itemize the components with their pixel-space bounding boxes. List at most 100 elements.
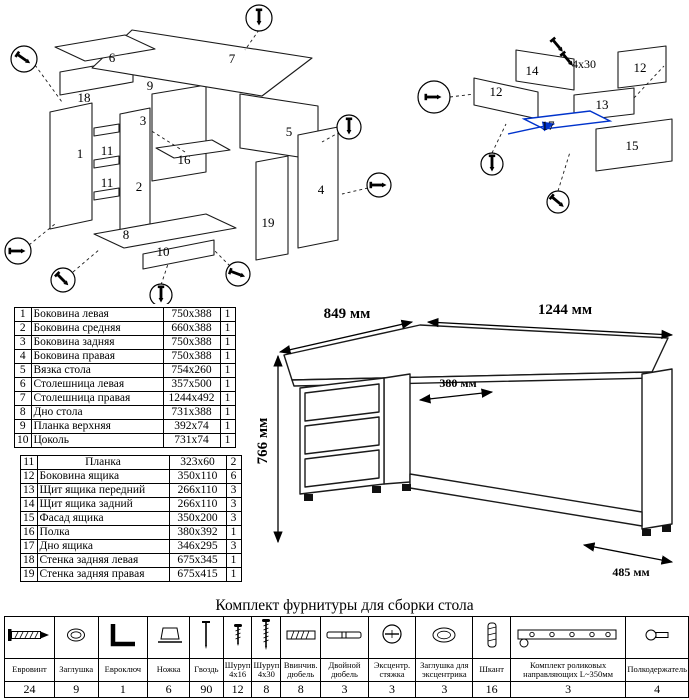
- part-size: 346x295: [168, 539, 227, 554]
- drawer-facade-15: [595, 118, 673, 172]
- part-name: Стенка задняя левая: [36, 553, 170, 568]
- drawer-front-bottom: [304, 449, 380, 488]
- drawer-side-12-left: [473, 77, 539, 120]
- part-name: Боковина средняя: [30, 321, 164, 336]
- part-name: Боковина правая: [30, 349, 164, 364]
- hardware-qty: 8: [251, 681, 282, 698]
- part-size: 675x345: [168, 553, 227, 568]
- hardware-qty: 6: [147, 681, 191, 698]
- part-size: 750x388: [162, 349, 221, 364]
- part-num: 4: [14, 349, 32, 364]
- part-size: 731x388: [162, 405, 221, 420]
- part-qty: 1: [219, 433, 236, 448]
- hardware-icon-cell: [320, 616, 369, 659]
- part-qty: 1: [219, 321, 236, 336]
- panel-back-3: [151, 84, 207, 182]
- desk-top-face: [283, 324, 669, 381]
- hardware-qty: 9: [53, 681, 99, 698]
- desk-right-side-panel: [641, 368, 673, 530]
- label-drawer-12b: 12: [634, 60, 647, 75]
- part-name: Планка верхняя: [30, 419, 164, 434]
- part-size: 392x74: [162, 419, 221, 434]
- slide-rail-icon: [517, 629, 617, 648]
- hardware-name: Заглушка для эксцентрика: [415, 658, 474, 682]
- hardware-name: Полкодержатель: [625, 658, 689, 682]
- drawer-leader-lines: [449, 65, 665, 192]
- hardware-icons-row: [4, 616, 689, 659]
- hardware-name: Шкант: [472, 658, 511, 682]
- part-size: 731x74: [162, 433, 221, 448]
- leader-lines: [28, 29, 369, 286]
- wood-dowel-icon: [487, 622, 497, 648]
- euroscrew-icon: [8, 629, 50, 641]
- hardware-qty: 16: [472, 681, 511, 698]
- hardware-qty: 3: [367, 681, 417, 698]
- label-drawer-15: 15: [626, 138, 639, 153]
- desk-middle-side-panel: [383, 373, 411, 485]
- part-name: Стенка задняя правая: [36, 567, 170, 582]
- dimensioned-desk-drawing: 849 мм 1244 мм 380 мм 766 мм 485 мм: [255, 302, 674, 579]
- hardware-name: Евровинт: [4, 658, 55, 682]
- rail-11-b: [93, 155, 120, 169]
- hardware-icon-cell: [222, 616, 253, 659]
- part-qty: 3: [225, 497, 242, 512]
- dim-label-380: 380 мм: [439, 376, 476, 390]
- panel-back-right-19: [255, 155, 289, 261]
- part-num: 1: [14, 307, 32, 322]
- part-qty: 1: [219, 363, 236, 378]
- hardware-icon-cell: [4, 616, 55, 659]
- part-size: 266x110: [168, 497, 227, 512]
- part-qty: 1: [219, 349, 236, 364]
- part-num: 15: [20, 511, 38, 526]
- part-qty: 1: [225, 525, 242, 540]
- part-num: 7: [14, 391, 32, 406]
- label-part-7: 7: [229, 51, 236, 66]
- part-name: Боковина левая: [30, 307, 164, 322]
- panel-right-4: [297, 126, 339, 249]
- hardware-name: Двойной дюбель: [320, 658, 369, 682]
- part-size: 754x260: [162, 363, 221, 378]
- label-part-2: 2: [136, 179, 143, 194]
- desktop-left-6: [54, 34, 156, 62]
- hardware-icon-cell: [97, 616, 149, 659]
- label-part-4: 4: [318, 182, 325, 197]
- rail-11-c: [93, 187, 120, 201]
- hardware-icon-cell: [53, 616, 99, 659]
- hardware-names-row: Евровинт Заглушка Евроключ Ножка Гвоздь …: [4, 658, 689, 682]
- part-size: 660x388: [162, 321, 221, 336]
- part-qty: 1: [225, 553, 242, 568]
- hardware-name: Комплект роликовых направляющих L~350мм: [509, 658, 627, 682]
- part-name: Полка: [36, 525, 170, 540]
- cam-cap-icon: [432, 627, 456, 643]
- cam-lock-icon: [382, 624, 402, 644]
- part-size: 266x110: [168, 483, 227, 498]
- part-size: 350x200: [168, 511, 227, 526]
- label-drawer-17: 17: [542, 118, 556, 133]
- part-num: 5: [14, 363, 32, 378]
- part-qty: 3: [225, 483, 242, 498]
- part-num: 16: [20, 525, 38, 540]
- desk-feet: [304, 484, 671, 536]
- hardware-qty: 8: [280, 681, 322, 698]
- drawer-bottom-slide-arrow: [507, 121, 556, 135]
- part-qty: 1: [225, 567, 242, 582]
- part-name: Столешница правая: [30, 391, 164, 406]
- threaded-dowel-icon: [286, 630, 316, 640]
- drawer-front-middle: [304, 416, 380, 455]
- part-size: 1244x492: [162, 391, 221, 406]
- part-name: Дно ящика: [36, 539, 170, 554]
- hardware-table: Евровинт Заглушка Евроключ Ножка Гвоздь …: [4, 616, 689, 698]
- part-num: 6: [14, 377, 32, 392]
